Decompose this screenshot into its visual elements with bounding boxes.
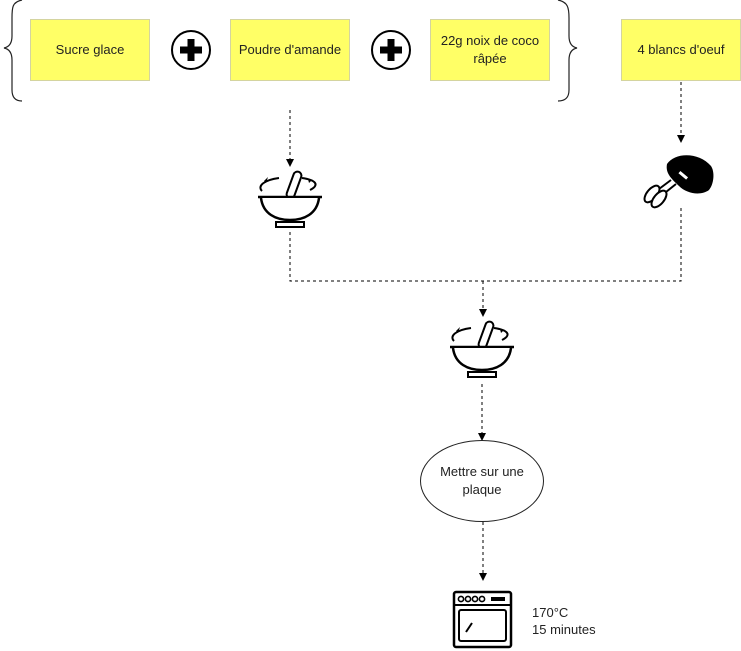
step-mettre-sur-plaque[interactable]: Mettre sur une plaque [420, 440, 544, 522]
plus-icon [371, 30, 411, 70]
oven-temperature: 170°C [532, 605, 569, 620]
step-label: Mettre sur une plaque [440, 464, 524, 497]
ingredient-label: Sucre glace [55, 42, 125, 58]
oven-icon [452, 590, 513, 649]
mixing-bowl-icon [450, 320, 514, 378]
mixing-bowl-icon [258, 170, 322, 228]
ingredient-label: 4 blancs d'oeuf [637, 42, 725, 58]
connector-bowl-to-merge [289, 232, 483, 282]
plus-icon [171, 30, 211, 70]
group-brace [3, 0, 23, 102]
connector-mixer-to-merge [483, 208, 682, 282]
oven-settings: 170°C 15 minutes [532, 604, 596, 638]
ingredient-poudre-amande[interactable]: Poudre d'amande [230, 19, 350, 81]
ingredient-label: Poudre d'amande [238, 42, 342, 58]
ingredient-noix-coco[interactable]: 22g noix de coco râpée [430, 19, 550, 81]
group-brace-right [557, 0, 578, 102]
ingredient-sucre-glace[interactable]: Sucre glace [30, 19, 150, 81]
oven-duration: 15 minutes [532, 622, 596, 637]
hand-mixer-icon [643, 155, 714, 209]
ingredient-blancs-oeuf[interactable]: 4 blancs d'oeuf [621, 19, 741, 81]
ingredient-label: 22g noix de coco râpée [440, 33, 540, 66]
